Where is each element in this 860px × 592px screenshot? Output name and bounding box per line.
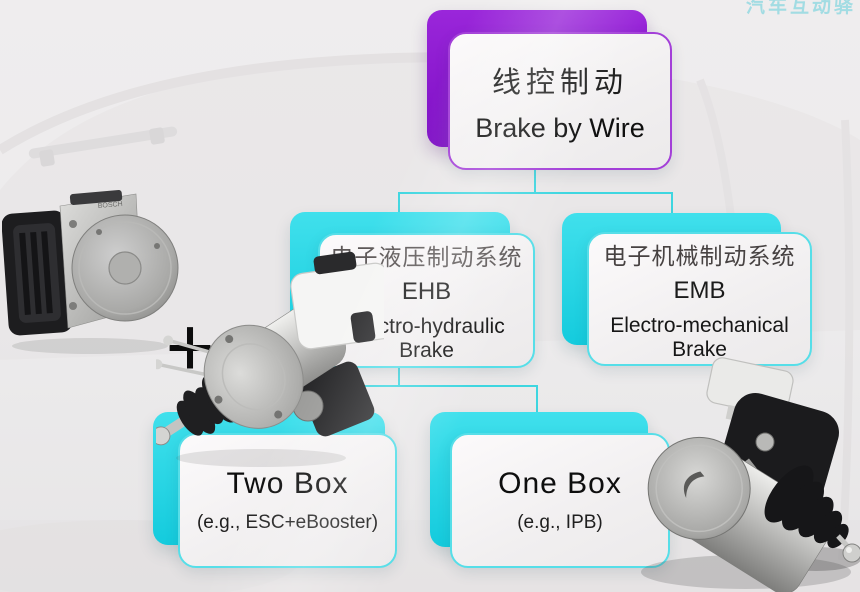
- connector-ehb-drop: [398, 192, 400, 216]
- connector-root-stem: [534, 168, 536, 194]
- emb-subtitle-en: Electro-mechanical Brake: [610, 313, 789, 361]
- one-box-title: One Box: [498, 467, 622, 500]
- ehb-subtitle-en: Electro-hydraulic Brake: [348, 315, 505, 362]
- two-box-example: (e.g., ESC+eBooster): [196, 512, 379, 533]
- two-box-title: Two Box: [226, 467, 349, 500]
- emb-actuator-image: [641, 357, 860, 592]
- root-title-zh: 线控制动: [491, 64, 628, 99]
- two-box-node: Two Box (e.g., ESC+eBooster): [178, 433, 397, 568]
- one-box-node: One Box (e.g., IPB): [450, 433, 670, 568]
- esc-hydraulic-unit-image: BOSCH: [2, 190, 179, 354]
- watermark-text: 汽车互动驿: [745, 0, 856, 17]
- connector-ehb-stem: [398, 368, 400, 387]
- root-node-box: 线控制动 Brake by Wire: [448, 32, 672, 170]
- emb-abbr: EMB: [673, 276, 726, 304]
- connector-variant-bar: [290, 385, 538, 387]
- connector-emb-drop: [671, 192, 673, 216]
- emb-title-zh: 电子机械制动系统: [603, 242, 796, 269]
- connector-onebox-drop: [536, 385, 538, 414]
- connector-branch-bar: [398, 192, 673, 194]
- bosch-brand-label: BOSCH: [98, 201, 123, 210]
- ebooster-image: [156, 251, 384, 467]
- ehb-abbr: EHB: [401, 278, 452, 306]
- emb-node-box: 电子机械制动系统 EMB Electro-mechanical Brake: [587, 232, 812, 366]
- root-title-en: Brake by Wire: [475, 112, 645, 143]
- one-box-example: (e.g., IPB): [517, 512, 603, 533]
